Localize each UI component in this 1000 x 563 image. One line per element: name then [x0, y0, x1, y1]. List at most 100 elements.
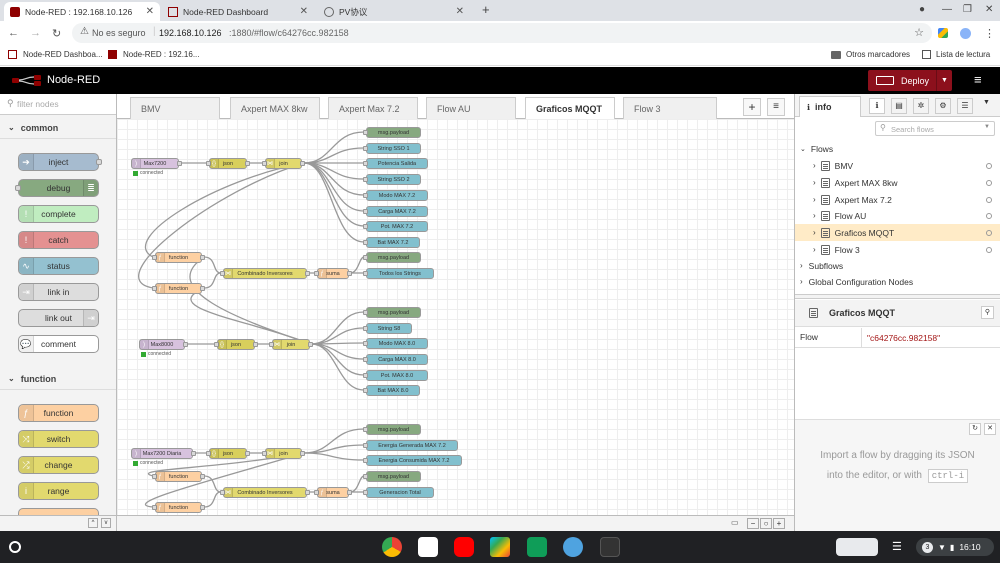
- mqtt-in-node[interactable]: )Max7200 Diaria: [131, 448, 196, 459]
- debug-node[interactable]: msg.payload: [363, 252, 421, 263]
- browser-tab-nodered[interactable]: Node-RED : 192.168.10.126 ✕: [4, 2, 160, 21]
- refresh-icon[interactable]: ↻: [969, 423, 981, 435]
- sidebar-splitter[interactable]: [795, 294, 1000, 299]
- gmail-icon[interactable]: [418, 537, 438, 557]
- gauge-node[interactable]: String S8: [363, 323, 412, 334]
- mqtt-in-node[interactable]: )Max8000: [139, 339, 188, 350]
- palette-search[interactable]: ⚲ filter nodes: [0, 94, 116, 115]
- map-icon[interactable]: ▭: [731, 518, 739, 527]
- collapse-all-icon[interactable]: ^: [88, 518, 98, 528]
- tree-flow-graficos[interactable]: ›Graficos MQQT: [795, 224, 1000, 241]
- star-icon[interactable]: ☆: [914, 27, 924, 39]
- chrome-icon[interactable]: [382, 537, 402, 557]
- reload-icon[interactable]: ↻: [52, 27, 62, 40]
- back-icon[interactable]: ←: [8, 27, 19, 39]
- debug-node[interactable]: msg.payload: [363, 307, 421, 318]
- tab-info[interactable]: ℹ info: [799, 96, 861, 117]
- warning-icon[interactable]: ⚠: [80, 26, 89, 37]
- zoom-out-icon[interactable]: −: [747, 518, 759, 529]
- join-node[interactable]: ⋈Combinado Inversores: [220, 268, 310, 279]
- expand-all-icon[interactable]: v: [101, 518, 111, 528]
- tab-axpert-max-8kw[interactable]: Axpert MAX 8kw: [230, 97, 320, 119]
- gauge-node[interactable]: Pot. MAX 7.2: [363, 221, 428, 232]
- join-node[interactable]: ⋈join: [262, 158, 305, 169]
- close-icon[interactable]: ✕: [299, 6, 308, 17]
- gauge-node[interactable]: Bat MAX 7.2: [363, 237, 420, 248]
- info-icon[interactable]: ℹ: [869, 98, 885, 114]
- other-bookmarks[interactable]: Otros marcadores: [831, 50, 910, 59]
- bug-icon[interactable]: ✲: [913, 98, 929, 114]
- browser-tab-dashboard[interactable]: Node-RED Dashboard ✕: [162, 2, 314, 21]
- tab-graficos-mqqt[interactable]: Graficos MQQT: [525, 97, 615, 120]
- list-flows-icon[interactable]: ≡: [767, 98, 785, 116]
- json-node[interactable]: {}json: [206, 158, 250, 169]
- tree-flow-au[interactable]: ›Flow AU: [795, 207, 1000, 224]
- flow-workspace[interactable]: )Max7200 connected {}json ⋈join msg.payl…: [117, 119, 794, 515]
- json-node[interactable]: {}json: [206, 448, 250, 459]
- drive-icon[interactable]: [938, 28, 948, 38]
- gauge-node[interactable]: String SSO 2: [363, 174, 421, 185]
- json-node[interactable]: {}json: [214, 339, 258, 350]
- youtube-icon[interactable]: [454, 537, 474, 557]
- browser-tab-pv[interactable]: PV协议 ✕: [318, 2, 470, 21]
- gear-icon[interactable]: ⚙: [935, 98, 951, 114]
- tree-flows[interactable]: ⌄Flows: [795, 140, 1000, 157]
- tab-bmv[interactable]: BMV: [130, 97, 220, 119]
- close-icon[interactable]: ✕: [984, 423, 996, 435]
- tree-flow-3[interactable]: ›Flow 3: [795, 241, 1000, 258]
- bookmark-dashboard[interactable]: Node-RED Dashboa...: [8, 50, 103, 59]
- tree-flow-axpert8[interactable]: ›Axpert MAX 8kw: [795, 174, 1000, 191]
- weather-icon[interactable]: [563, 537, 583, 557]
- holding-space-icon[interactable]: [836, 538, 878, 556]
- category-function[interactable]: ⌄function: [0, 368, 116, 390]
- tree-flow-bmv[interactable]: ›BMV: [795, 157, 1000, 174]
- zoom-in-icon[interactable]: +: [773, 518, 785, 529]
- maximize-icon[interactable]: ❐: [963, 4, 972, 15]
- close-window-icon[interactable]: ✕: [985, 4, 994, 15]
- book-icon[interactable]: ▤: [891, 98, 907, 114]
- deploy-button[interactable]: Deploy ▼: [868, 70, 952, 91]
- debug-node[interactable]: msg.payload: [363, 471, 421, 482]
- palette-node-switch[interactable]: ⤨switch: [18, 430, 99, 448]
- tab-search-icon[interactable]: ●: [919, 4, 926, 15]
- profile-avatar[interactable]: [960, 27, 971, 39]
- gauge-node[interactable]: Todos los Strings: [363, 268, 434, 279]
- palette-node-comment[interactable]: 💬comment: [18, 335, 99, 353]
- join-node[interactable]: ⋈join: [262, 448, 305, 459]
- palette-node-complete[interactable]: !complete: [18, 205, 99, 223]
- zoom-reset-icon[interactable]: ○: [760, 518, 772, 529]
- chevron-down-icon[interactable]: ▼: [983, 99, 990, 106]
- debug-node[interactable]: msg.payload: [363, 127, 421, 138]
- tab-flow-au[interactable]: Flow AU: [426, 97, 516, 119]
- palette-node-catch[interactable]: !catch: [18, 231, 99, 249]
- reading-list[interactable]: Lista de lectura: [922, 50, 990, 59]
- close-icon[interactable]: ✕: [455, 6, 464, 17]
- chevron-down-icon[interactable]: ▼: [984, 124, 990, 130]
- deploy-dropdown-icon[interactable]: ▼: [936, 70, 952, 91]
- close-icon[interactable]: ✕: [145, 6, 154, 17]
- debug-node[interactable]: msg.payload: [363, 424, 421, 435]
- join-node[interactable]: ⋈Combinado Inversores: [220, 487, 310, 498]
- gauge-node[interactable]: Bat MAX 8.0: [363, 385, 420, 396]
- category-common[interactable]: ⌄common: [0, 117, 116, 139]
- search-icon[interactable]: ⚲: [981, 306, 994, 319]
- status-tray[interactable]: 3 ▼ ▮ 16:10: [916, 538, 994, 556]
- palette-node-link-in[interactable]: ⇥link in: [18, 283, 99, 301]
- new-tab-button[interactable]: +: [482, 2, 490, 17]
- terminal-icon[interactable]: [600, 537, 620, 557]
- text-node[interactable]: Modo MAX 8.0: [363, 338, 428, 349]
- palette-node-change[interactable]: ⤮change: [18, 456, 99, 474]
- minimize-icon[interactable]: —: [942, 4, 952, 15]
- tab-flow-3[interactable]: Flow 3: [623, 97, 717, 119]
- database-icon[interactable]: ☰: [957, 98, 973, 114]
- palette-node-inject[interactable]: ➔inject: [18, 153, 102, 171]
- join-node[interactable]: ⋈join: [269, 339, 313, 350]
- play-store-icon[interactable]: [490, 537, 510, 557]
